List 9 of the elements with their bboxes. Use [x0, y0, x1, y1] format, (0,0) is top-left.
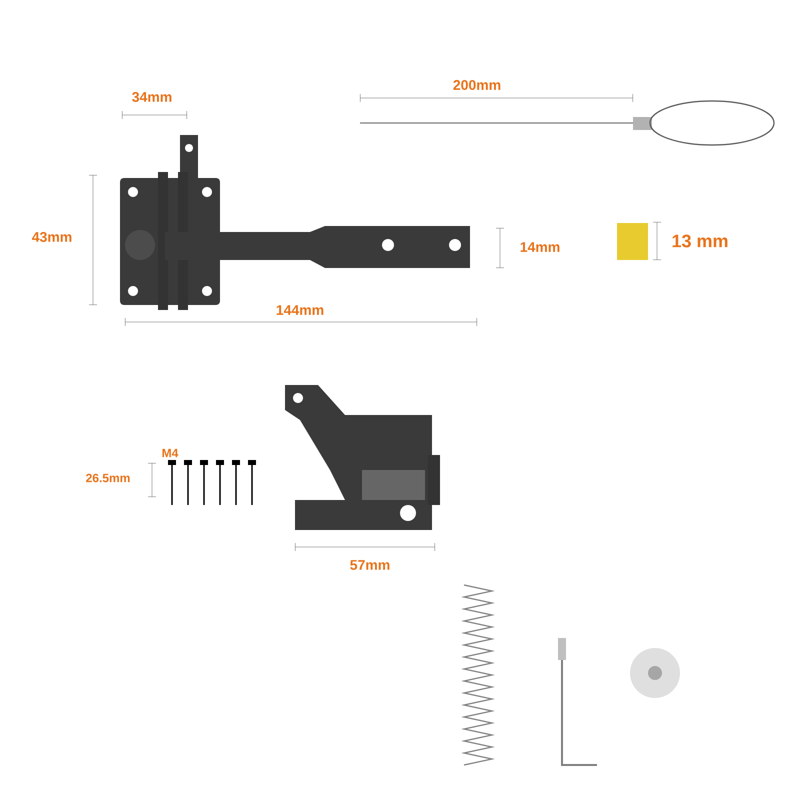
- dimension-label: 26.5mm: [86, 474, 130, 482]
- dimension-label: 34mm: [132, 92, 172, 102]
- dimension-label: 144mm: [276, 305, 324, 315]
- dimension-label: 200mm: [453, 80, 500, 90]
- dimension-label: 43mm: [32, 232, 72, 242]
- dimension-label: M4: [162, 448, 178, 458]
- dimension-label: 13 mm: [672, 234, 728, 248]
- dimension-label: 57mm: [350, 560, 390, 570]
- dimension-label: 14mm: [520, 242, 560, 252]
